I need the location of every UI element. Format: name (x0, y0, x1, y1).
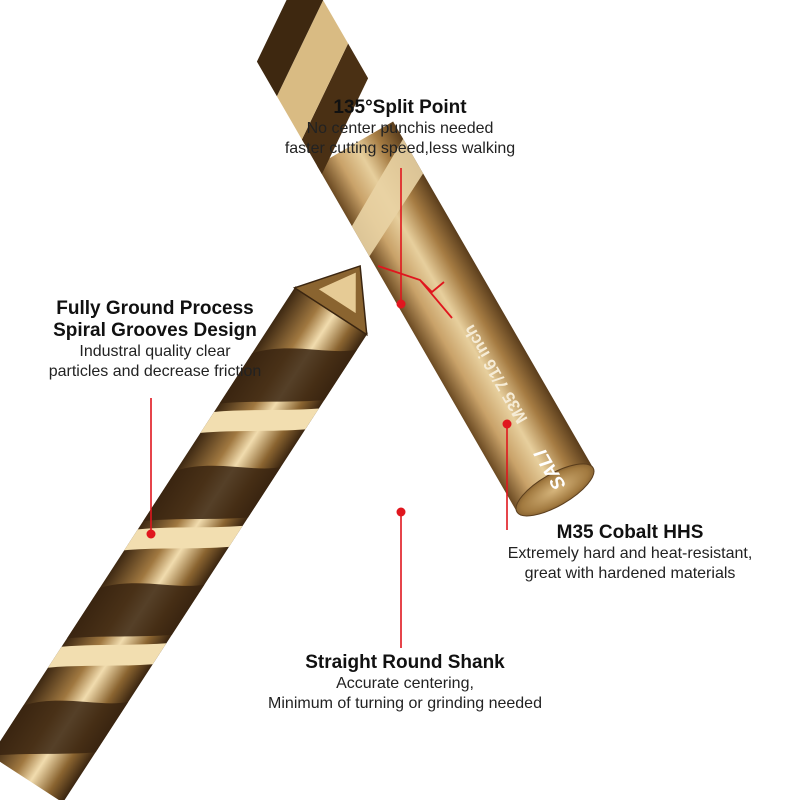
split-point-title: 135°Split Point (333, 97, 467, 118)
cobalt-line-2: great with hardened materials (524, 565, 736, 582)
flute-groove (301, 43, 369, 175)
shank-line-2: Minimum of turning or grinding needed (268, 695, 542, 712)
shank-drill: M35 7/16 inch SALI (256, 0, 595, 517)
spiral-flute-3 (66, 583, 205, 639)
fully-ground-title-1: Fully Ground Process (56, 298, 254, 319)
flute-highlight (276, 0, 349, 140)
spiral-flute-4 (0, 700, 129, 756)
shank-title: Straight Round Shank (305, 652, 505, 673)
cobalt-title: M35 Cobalt HHS (556, 522, 704, 543)
shank-end-face (515, 463, 595, 517)
callout-cobalt: M35 Cobalt HHS Extremely hard and heat-r… (470, 522, 790, 584)
split-point-line-2: faster cutting speed,less walking (284, 140, 516, 157)
angle-marker (377, 265, 453, 319)
leader-dot-cobalt (502, 419, 512, 429)
callout-shank: Straight Round Shank Accurate centering,… (220, 652, 590, 714)
spiral-land-1 (200, 408, 319, 433)
spiral-flute-2 (143, 465, 281, 521)
split-point-face (318, 272, 356, 314)
fully-ground-title-2: Spiral Grooves Design (53, 320, 257, 341)
leader-dot-shank (396, 507, 406, 517)
callout-fully-ground: Fully Ground Process Spiral Grooves Desi… (10, 298, 300, 382)
leader-dot-split-point (396, 299, 406, 309)
spiral-flute-1 (219, 348, 357, 404)
spiral-land-3 (47, 643, 167, 668)
split-point-line-1: No center punchis needed (306, 120, 494, 137)
shank-line-1: Accurate centering, (336, 675, 474, 692)
fully-ground-line-1: Industral quality clear (79, 343, 231, 360)
leader-dot-fully-ground (146, 529, 156, 539)
flute-start (351, 138, 424, 257)
fully-ground-line-2: particles and decrease friction (48, 363, 262, 380)
callout-split-point: 135°Split Point No center punchis needed… (250, 97, 550, 159)
flute-groove-2 (256, 0, 324, 97)
cobalt-line-1: Extremely hard and heat-resistant, (507, 545, 753, 562)
